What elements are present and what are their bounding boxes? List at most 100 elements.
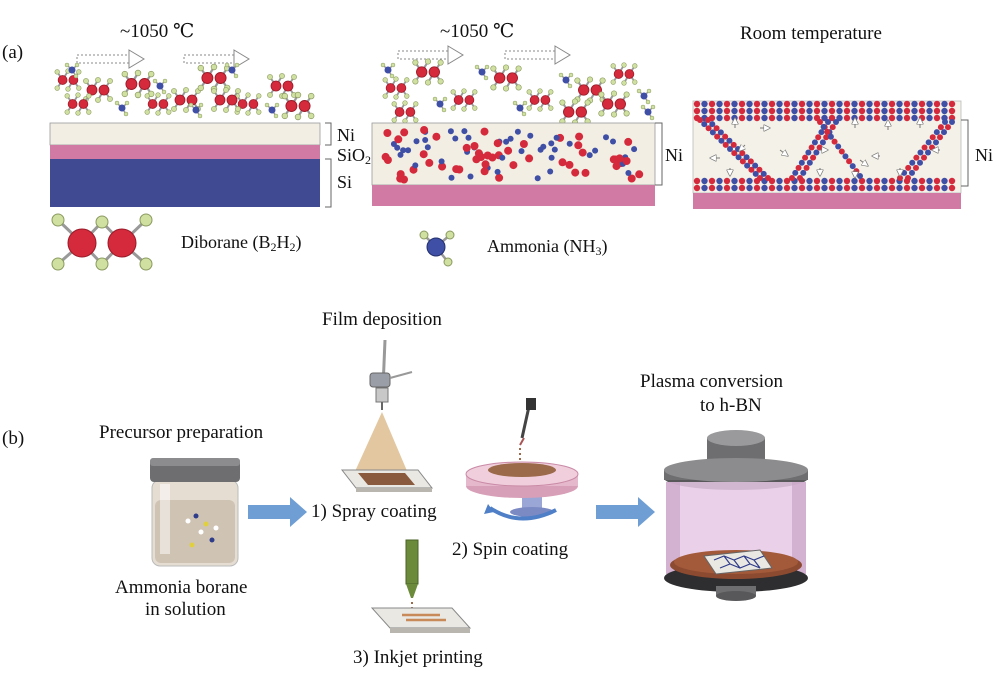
hbn-atom	[723, 184, 731, 192]
hbn-atom	[792, 169, 799, 176]
boron-atom	[571, 168, 580, 177]
hbn-atom	[911, 114, 918, 122]
hbn-atom	[708, 107, 716, 115]
hbn-atom	[803, 164, 810, 171]
hbn-atom	[731, 150, 738, 157]
process-arrow-2	[596, 497, 655, 527]
hbn-atom	[851, 107, 858, 115]
hbn-atom	[833, 119, 839, 125]
boron-atom	[480, 127, 489, 136]
boron-atom	[481, 160, 490, 169]
hbn-atom	[714, 133, 721, 140]
hbn-atom	[806, 114, 813, 122]
hbn-atom	[821, 114, 828, 122]
nitrogen-atom	[625, 170, 632, 176]
hbn-atom	[816, 144, 823, 151]
diborane-molecule	[610, 62, 638, 86]
boron-atom	[612, 162, 621, 171]
plasma-chamber	[664, 430, 808, 601]
hbn-atom	[851, 100, 858, 108]
hbn-atom	[903, 107, 911, 115]
hbn-atom	[843, 184, 851, 192]
hbn-atom	[738, 114, 746, 122]
hbn-atom	[831, 138, 838, 145]
boron-atom	[419, 150, 428, 159]
hbn-atom	[747, 158, 754, 165]
boron-atom	[558, 158, 567, 167]
hbn-atom	[800, 169, 807, 176]
hbn-atom	[735, 154, 742, 161]
hbn-atom	[693, 177, 701, 185]
hbn-atom	[843, 114, 851, 122]
hbn-atom	[817, 119, 823, 125]
hbn-atom	[748, 166, 755, 173]
hbn-atom	[716, 107, 723, 115]
hbn-atom	[913, 164, 919, 171]
hbn-atom	[842, 153, 849, 160]
hbn-atom	[911, 107, 918, 115]
ammonia-molecule	[224, 62, 240, 79]
hbn-atom	[858, 114, 866, 122]
ammonia-molecule	[636, 88, 652, 105]
hbn-atom	[888, 100, 896, 108]
ammonia-molecule	[264, 102, 280, 119]
diborane-molecule	[574, 76, 606, 104]
hbn-atom	[881, 184, 888, 192]
hbn-atom	[746, 100, 753, 108]
boron-atom	[574, 141, 583, 150]
hbn-atom	[738, 177, 746, 185]
hbn-atom	[731, 100, 738, 108]
plasma-conversion-label-line2: to h-BN	[700, 395, 762, 416]
hbn-atom	[723, 114, 731, 122]
hbn-atom	[933, 139, 939, 146]
hbn-atom	[888, 184, 896, 192]
hbn-atom	[798, 159, 805, 166]
boron-atom	[470, 142, 479, 150]
hbn-atom	[828, 184, 836, 192]
hbn-atom	[858, 177, 866, 185]
hbn-atom	[857, 173, 863, 179]
nitrogen-atom	[503, 138, 510, 145]
boron-atom	[581, 168, 590, 177]
boron-atom	[578, 148, 587, 157]
spin-coating-label: 2) Spin coating	[452, 539, 569, 560]
hbn-atom	[948, 177, 956, 185]
hbn-atom	[888, 177, 896, 185]
ammonia-molecule	[512, 100, 528, 117]
plasma-conversion-label-line1: Plasma conversion	[640, 371, 784, 392]
ammonia-molecule	[64, 62, 80, 79]
ni-label-3: Ni	[975, 145, 993, 165]
nitrogen-atom	[603, 134, 609, 141]
diborane-molecule	[490, 64, 522, 92]
hbn-atom	[873, 177, 881, 185]
boron-atom	[627, 174, 636, 183]
thickness-brackets-1	[325, 122, 332, 208]
hbn-atom	[701, 107, 708, 115]
diborane-molecule	[382, 76, 410, 100]
hbn-atom	[836, 107, 843, 115]
hbn-atom	[806, 107, 813, 115]
hbn-atom	[896, 114, 903, 122]
diborane-molecule	[559, 98, 591, 126]
spray-coating-label: 1) Spray coating	[311, 501, 437, 522]
hbn-atom	[693, 107, 701, 115]
nitrogen-atom	[534, 175, 541, 182]
hbn-atom	[836, 100, 843, 108]
hbn-atom	[743, 154, 750, 161]
hbn-atom	[911, 177, 918, 185]
hbn-atom	[708, 184, 716, 192]
hbn-atom	[858, 100, 866, 108]
hbn-atom	[756, 166, 763, 173]
boron-atom	[519, 140, 528, 148]
hbn-atom	[918, 107, 926, 115]
process-arrow-1	[248, 497, 307, 527]
nitrogen-atom	[631, 146, 638, 153]
boron-atom	[483, 151, 492, 160]
nitrogen-atom	[540, 143, 547, 150]
hbn-atom	[795, 164, 802, 171]
dissolved-atoms-2	[381, 126, 644, 184]
hbn-atom	[937, 134, 943, 141]
hbn-atom	[836, 184, 843, 192]
boron-atom	[462, 143, 471, 152]
